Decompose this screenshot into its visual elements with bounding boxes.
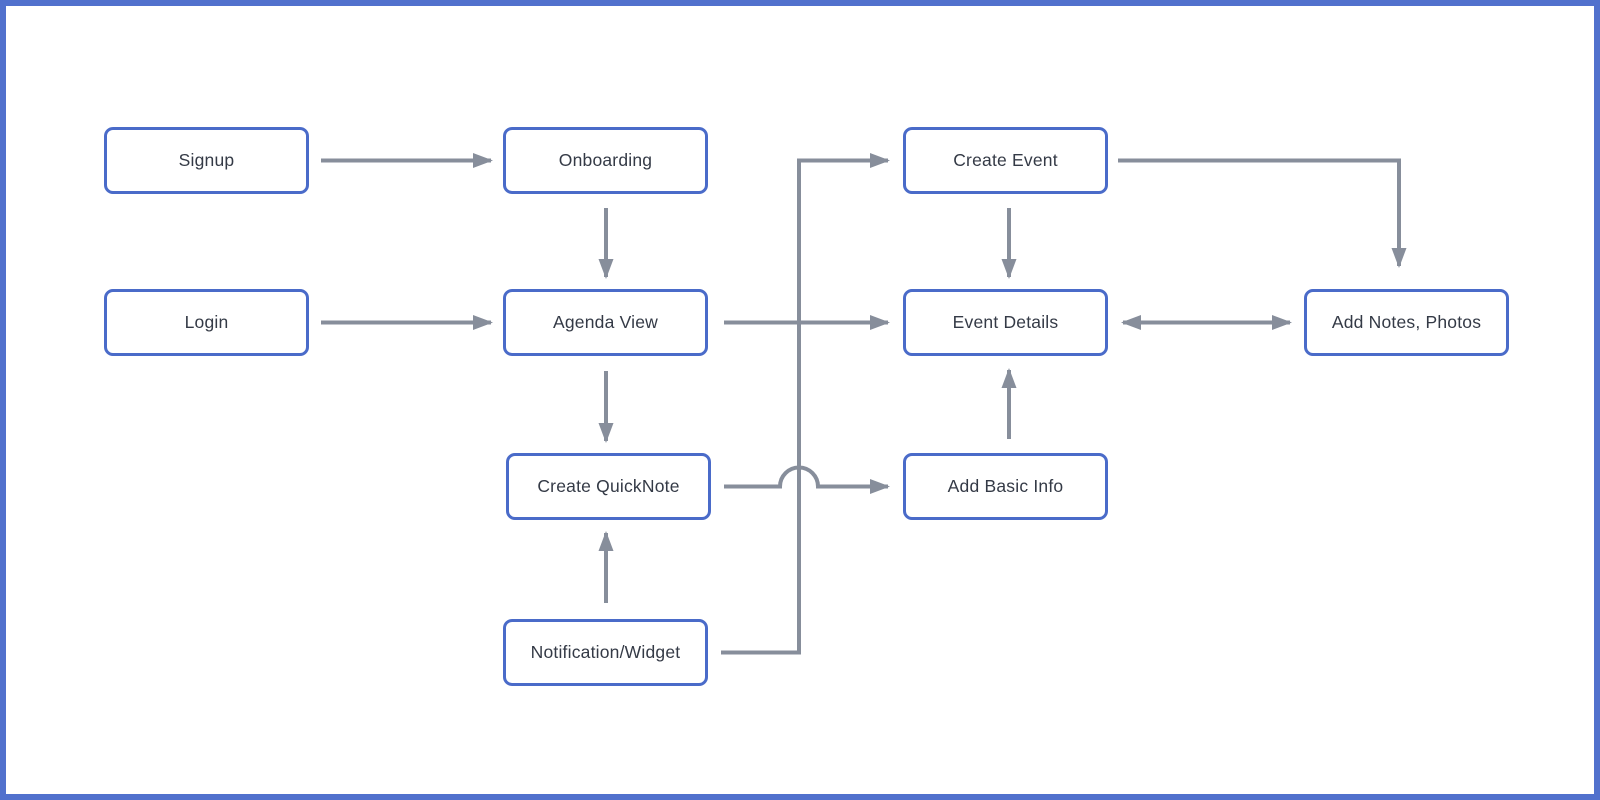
edges-layer xyxy=(321,153,1407,655)
node-signup: Signup xyxy=(104,127,309,194)
node-label: Create QuickNote xyxy=(537,476,680,496)
node-add-notes-photos: Add Notes, Photos xyxy=(1304,289,1509,356)
node-label: Agenda View xyxy=(552,312,658,332)
node-label: Add Notes, Photos xyxy=(1331,312,1482,332)
node-label: Create Event xyxy=(953,150,1058,170)
node-onboarding: Onboarding xyxy=(503,127,708,194)
node-event-details: Event Details xyxy=(903,289,1108,356)
node-label: Notification/Widget xyxy=(530,642,681,662)
edge-create-quicknote-to-add-basic-info xyxy=(724,465,890,494)
node-label: Onboarding xyxy=(558,150,653,170)
node-create-event: Create Event xyxy=(903,127,1108,194)
edge-create-event-to-add-notes-photos xyxy=(1118,158,1407,268)
node-notification-widget: Notification/Widget xyxy=(503,619,708,686)
node-login: Login xyxy=(104,289,309,356)
node-label: Signup xyxy=(178,150,235,170)
edge-notification-widget-to-create-event xyxy=(721,153,890,655)
node-agenda-view: Agenda View xyxy=(503,289,708,356)
node-add-basic-info: Add Basic Info xyxy=(903,453,1108,520)
node-create-quicknote: Create QuickNote xyxy=(506,453,711,520)
node-label: Event Details xyxy=(952,312,1059,332)
node-label: Add Basic Info xyxy=(947,476,1064,496)
node-label: Login xyxy=(184,312,229,332)
